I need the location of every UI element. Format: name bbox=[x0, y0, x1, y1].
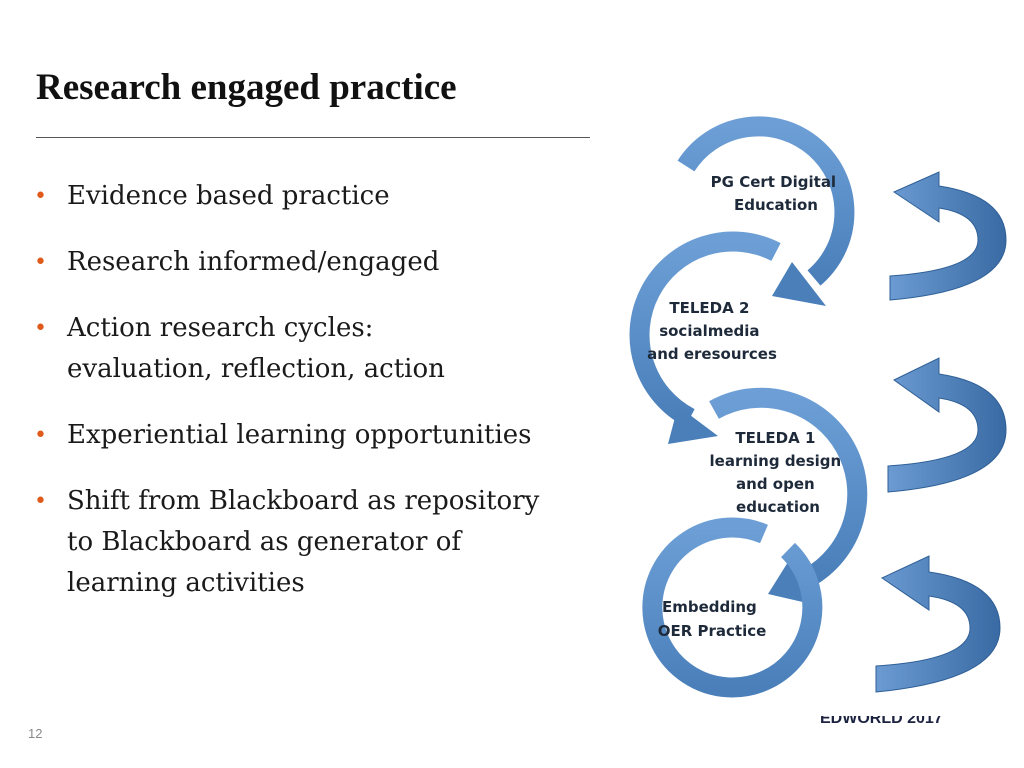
bullet-text: evaluation, reflection, action bbox=[67, 354, 445, 384]
title-divider bbox=[36, 137, 590, 138]
stage-label-line: and eresources bbox=[647, 345, 777, 363]
bullet-dot-icon: • bbox=[34, 184, 47, 209]
stage-label: TELEDA 1 learning design and open educat… bbox=[710, 429, 847, 516]
cycle-ring-embedding-oer bbox=[642, 517, 823, 698]
bullet-dot-icon: • bbox=[34, 489, 47, 514]
cycle-diagram: PG Cert Digital Education TELEDA 2 socia… bbox=[629, 116, 1007, 698]
bullet-text: to Blackboard as generator of bbox=[67, 527, 462, 557]
bullet-item: • Action research cycles: evaluation, re… bbox=[34, 308, 594, 390]
stage-label-line: PG Cert Digital bbox=[711, 173, 836, 191]
stage-label-line: and open bbox=[736, 475, 815, 493]
bullet-text: learning activities bbox=[67, 568, 305, 598]
cycle-ring-pg-cert bbox=[677, 116, 855, 306]
bullet-list: • Evidence based practice • Research inf… bbox=[34, 176, 594, 629]
bullet-item: • Evidence based practice bbox=[34, 176, 594, 217]
stage-label-line: TELEDA 2 bbox=[669, 299, 749, 317]
stage-label-line: learning design bbox=[710, 452, 842, 470]
cycle-ring-teleda-2 bbox=[629, 231, 781, 444]
slide-title: Research engaged practice bbox=[36, 67, 457, 108]
bullet-item: • Experiential learning opportunities bbox=[34, 415, 594, 456]
stage-label: TELEDA 2 socialmedia and eresources bbox=[647, 299, 777, 363]
feedback-arrow-icon bbox=[887, 357, 1007, 493]
bullet-text: Shift from Blackboard as repository bbox=[67, 486, 540, 516]
bullet-item: • Research informed/engaged bbox=[34, 242, 594, 283]
stage-label-line: socialmedia bbox=[659, 322, 759, 340]
bullet-dot-icon: • bbox=[34, 316, 47, 341]
bullet-text: Experiential learning opportunities bbox=[67, 420, 532, 450]
stage-label: Embedding OER Practice bbox=[658, 598, 767, 640]
bullet-text: Action research cycles: bbox=[67, 313, 374, 343]
stage-label-line: Embedding bbox=[662, 598, 757, 616]
bullet-dot-icon: • bbox=[34, 423, 47, 448]
bullet-item: • Shift from Blackboard as repository to… bbox=[34, 481, 594, 604]
bullet-text: Research informed/engaged bbox=[67, 247, 440, 277]
stage-label-line: Education bbox=[734, 196, 818, 214]
footer-brand: EDWORLD 2017 bbox=[820, 716, 943, 727]
feedback-arrow-icon bbox=[889, 171, 1007, 301]
stage-label-line: TELEDA 1 bbox=[735, 429, 815, 447]
bullet-dot-icon: • bbox=[34, 250, 47, 275]
page-number: 12 bbox=[28, 726, 43, 741]
feedback-arrow-icon bbox=[875, 555, 1001, 693]
bullet-text: Evidence based practice bbox=[67, 181, 390, 211]
stage-label-line: education bbox=[736, 498, 820, 516]
stage-label: PG Cert Digital Education bbox=[711, 173, 842, 214]
stage-label-line: OER Practice bbox=[658, 622, 767, 640]
